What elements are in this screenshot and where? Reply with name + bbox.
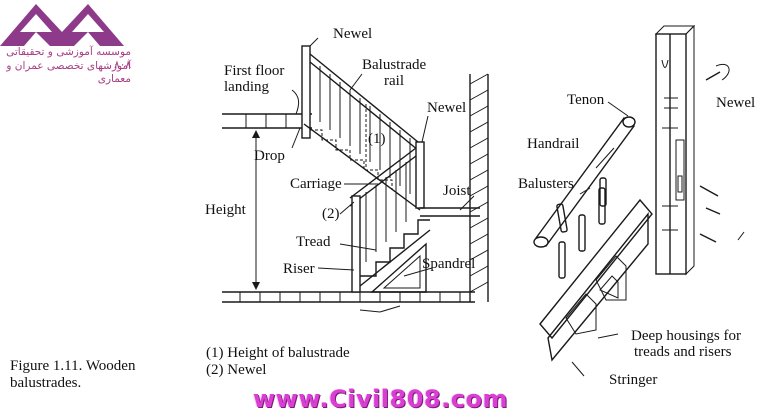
logo-text-line1: موسسه آموزشی و تحقیقاتی ۸۰۸ (6, 46, 131, 71)
legend-item-height-of-balustrade: (1) Height of balustrade (206, 345, 350, 361)
figure-caption: Figure 1.11. Wooden balustrades. (10, 358, 160, 392)
label-balustrade-rail-line1: Balustrade (362, 57, 427, 73)
label-spandrel: Spandrel (422, 256, 476, 272)
label-handrail: Handrail (527, 136, 580, 152)
label-newel-mid: Newel (427, 100, 467, 116)
label-first-floor-landing-line2: landing (224, 79, 269, 95)
label-riser: Riser (283, 261, 315, 277)
label-carriage: Carriage (290, 176, 342, 192)
logo-text-line2: آموزشهای تخصصی عمران و معماری (6, 60, 131, 85)
institute-logo (0, 0, 140, 80)
exploded-construction-view (533, 24, 745, 377)
label-tread: Tread (296, 234, 331, 250)
label-joist: Joist (443, 183, 471, 199)
label-stringer: Stringer (609, 372, 658, 388)
figure-caption-line1: Figure 1.11. Wooden (10, 358, 136, 374)
figure-caption-line2: balustrades. (10, 375, 82, 391)
label-balustrade-rail-line2: rail (384, 73, 404, 89)
label-marker-1: (1) (368, 131, 386, 147)
label-tenon: Tenon (567, 92, 605, 108)
label-newel-top: Newel (333, 26, 373, 42)
label-height: Height (205, 202, 246, 218)
label-balusters: Balusters (518, 176, 574, 192)
label-first-floor-landing-line1: First floor (224, 63, 285, 79)
website-watermark: www.Civil808.com (253, 385, 508, 413)
label-drop: Drop (254, 148, 285, 164)
label-marker-2: (2) (322, 206, 340, 222)
label-newel-right: Newel (716, 95, 756, 111)
logo-mark-icon (0, 4, 124, 46)
label-deep-housings-line2: treads and risers (634, 344, 732, 360)
legend: (1) Height of balustrade (2) Newel (206, 345, 350, 379)
staircase-elevation (222, 37, 489, 313)
legend-item-newel: (2) Newel (206, 362, 267, 378)
label-deep-housings-line1: Deep housings for (631, 328, 741, 344)
